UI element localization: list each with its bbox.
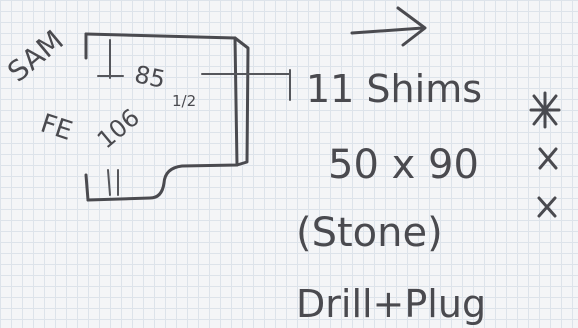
dim-top-label: 85 — [132, 60, 168, 94]
dim-side-prefix: FE — [37, 109, 76, 147]
size-line: 50 x 90 — [328, 142, 479, 188]
material-line: (Stone) — [296, 210, 443, 256]
dim-side-label: 106 — [92, 103, 145, 154]
quantity-line: 11 Shims — [306, 67, 482, 111]
action-line: Drill+Plug — [296, 282, 486, 326]
right-arrow-icon — [350, 6, 427, 47]
dim-top-fraction: 1/2 — [172, 92, 196, 110]
x-mark-icon — [537, 196, 557, 218]
asterisk-icon — [529, 91, 561, 129]
shim-outline-drawing — [84, 32, 291, 202]
corner-label: SAM — [1, 24, 69, 89]
x-mark-icon — [538, 147, 558, 170]
